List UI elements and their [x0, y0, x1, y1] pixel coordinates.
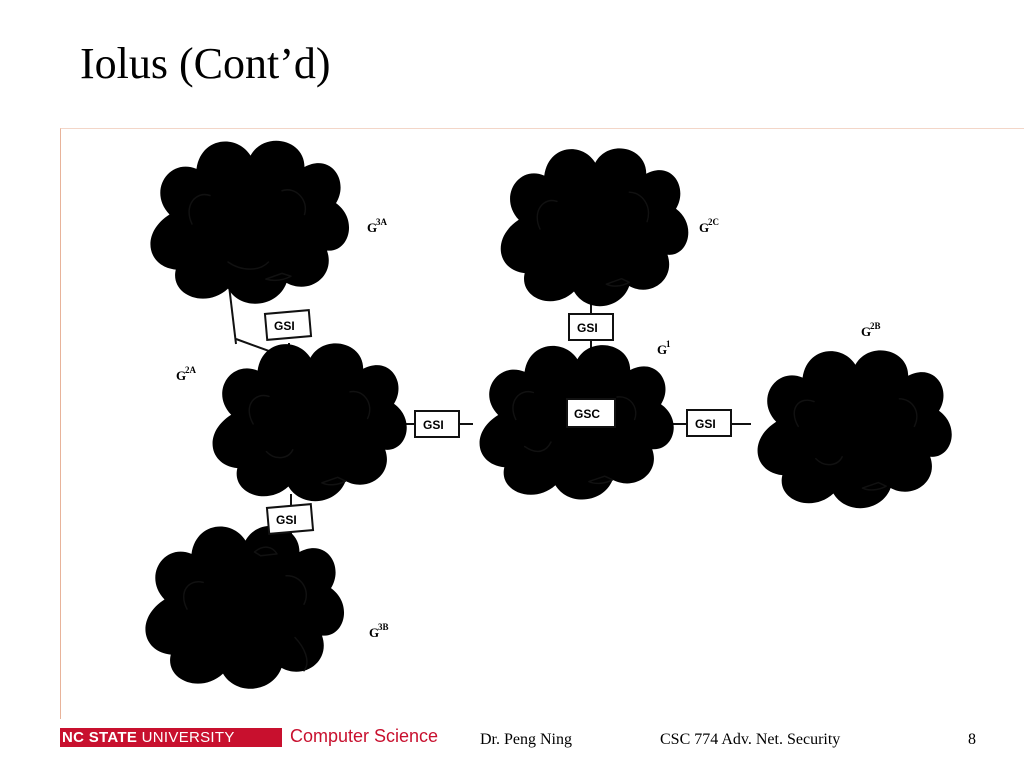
svg-text:2B: 2B	[870, 321, 881, 331]
iolus-diagram: GSI GSI GSI GSI GSI GSC G 3A G 2C	[60, 128, 1024, 719]
gsi-label: GSI	[276, 513, 297, 527]
svg-text:G: G	[657, 342, 667, 357]
svg-text:2A: 2A	[185, 365, 197, 375]
label-g2c: G 2C	[699, 217, 719, 235]
svg-text:G: G	[369, 625, 379, 640]
gsi-label: GSI	[695, 417, 716, 431]
diagram-svg: GSI GSI GSI GSI GSI GSC G 3A G 2C	[145, 140, 952, 689]
ncsu-logo: NC STATE UNIVERSITY	[60, 728, 282, 747]
svg-text:3B: 3B	[378, 622, 389, 632]
gsi-label: GSI	[274, 319, 295, 333]
cloud-g2b	[757, 350, 952, 509]
gsc-box: GSC	[566, 398, 616, 428]
label-g3a: G 3A	[367, 217, 388, 235]
department-label: Computer Science	[290, 726, 439, 746]
label-g2a: G 2A	[176, 365, 197, 383]
page-number: 8	[968, 731, 976, 748]
cloud-g2c	[500, 148, 689, 307]
label-g1: G 1	[657, 339, 671, 357]
gsi-label: GSI	[423, 418, 444, 432]
svg-text:G: G	[176, 368, 186, 383]
svg-text:3A: 3A	[376, 217, 388, 227]
label-g3b: G 3B	[369, 622, 389, 640]
gsi-box-g1-g2b: GSI	[686, 409, 732, 437]
cloud-g1	[479, 345, 674, 500]
svg-text:G: G	[367, 220, 377, 235]
gsi-label: GSI	[577, 321, 598, 335]
author-name: Dr. Peng Ning	[480, 731, 572, 748]
cloud-g3a	[150, 140, 350, 304]
cloud-g2a	[212, 343, 407, 502]
label-g2b: G 2B	[861, 321, 881, 339]
gsi-box-g2c-g1: GSI	[568, 313, 614, 341]
cloud-g3b	[145, 525, 345, 689]
slide-title: Iolus (Cont’d)	[80, 39, 331, 88]
gsc-label: GSC	[574, 407, 600, 421]
svg-text:G: G	[699, 220, 709, 235]
gsi-box-g3a-g2a: GSI	[263, 309, 313, 341]
svg-text:G: G	[861, 324, 871, 339]
course-name: CSC 774 Adv. Net. Security	[660, 731, 841, 748]
gsi-box-g2a-g3b: GSI	[265, 503, 315, 535]
svg-text:2C: 2C	[708, 217, 719, 227]
svg-text:1: 1	[666, 339, 671, 349]
gsi-box-g2a-g1: GSI	[414, 410, 460, 438]
